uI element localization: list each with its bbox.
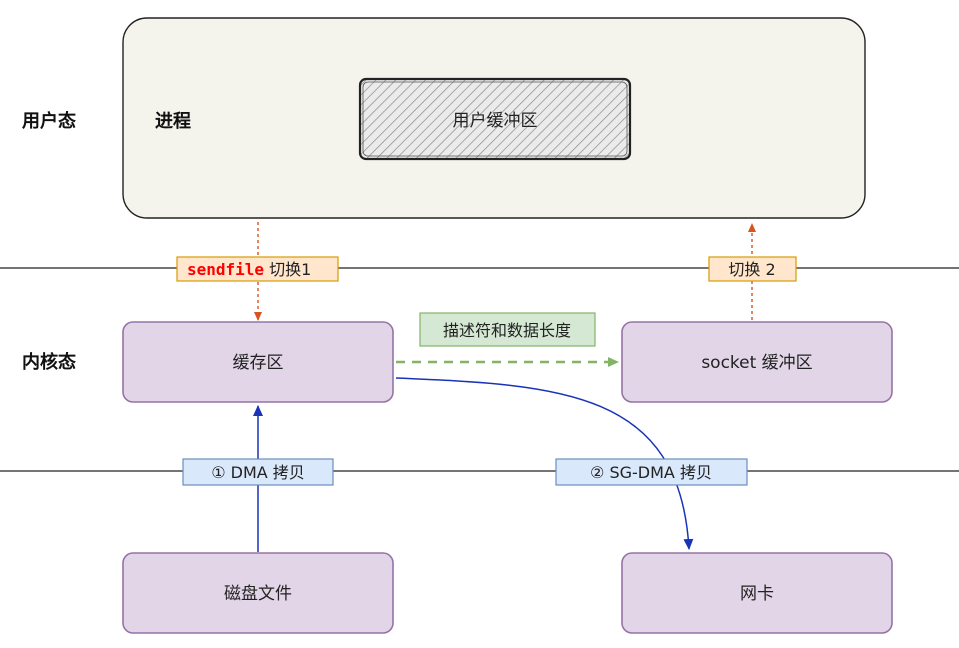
socket-buffer-box <box>621 321 893 403</box>
switch1-label: sendfile 切换1 <box>187 260 311 279</box>
switch2-label: 切换 2 <box>728 260 775 279</box>
switch2-tag <box>708 256 797 282</box>
cache-buffer-label: 缓存区 <box>233 353 284 373</box>
nic-label: 网卡 <box>740 584 774 604</box>
socket-buffer-label: socket 缓冲区 <box>701 353 812 373</box>
sg-dma-copy-arrow <box>395 377 694 550</box>
sg-dma-copy-tag <box>555 458 748 486</box>
kernel-mode-label: 内核态 <box>22 351 76 373</box>
cache-buffer-box <box>122 321 394 403</box>
switch1-tag <box>176 256 339 282</box>
descriptor-label: 描述符和数据长度 <box>443 321 571 340</box>
nic-box <box>621 552 893 634</box>
switch1-label-rest: 切换1 <box>264 260 311 279</box>
descriptor-tag <box>419 312 596 347</box>
sg-dma-copy-label: ② SG-DMA 拷贝 <box>590 463 712 482</box>
user-mode-label: 用户态 <box>22 110 76 132</box>
dma-copy-tag <box>182 458 334 486</box>
user-buffer-label: 用户缓冲区 <box>453 111 538 131</box>
dma-copy-label: ① DMA 拷贝 <box>211 463 305 482</box>
user-buffer-inner-outline <box>362 81 628 157</box>
process-label: 进程 <box>155 111 191 132</box>
sendfile-keyword: sendfile <box>187 260 264 279</box>
disk-file-box <box>122 552 394 634</box>
disk-file-label: 磁盘文件 <box>224 584 292 604</box>
user-buffer-box <box>358 77 632 161</box>
